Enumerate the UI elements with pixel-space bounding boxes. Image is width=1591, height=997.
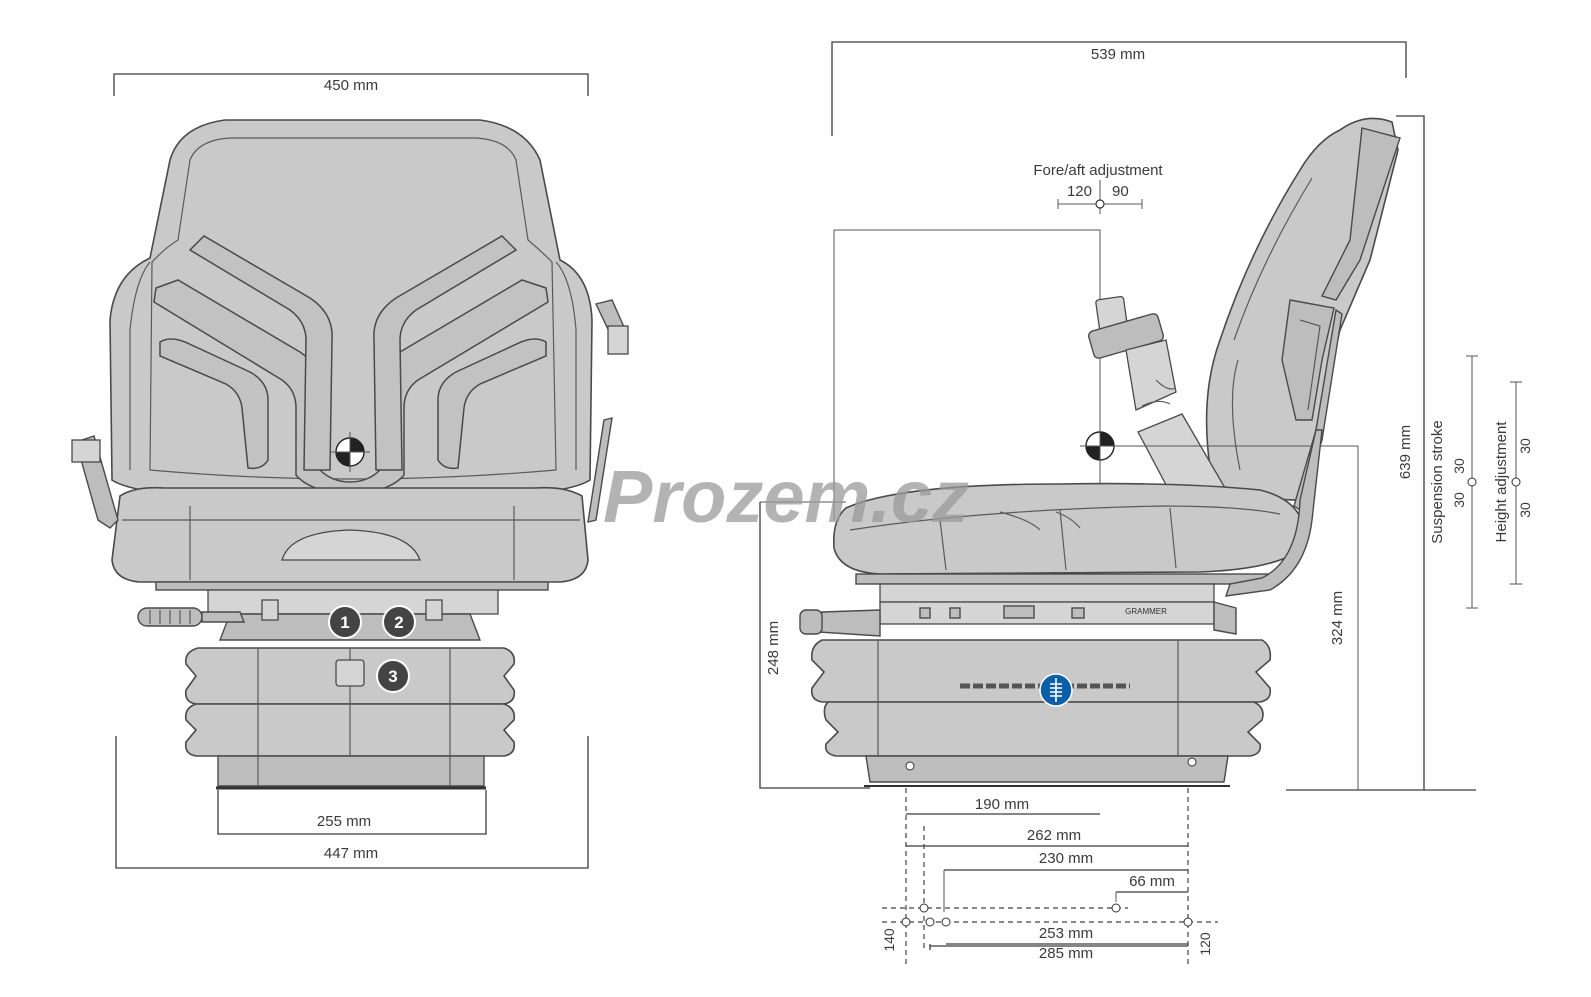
label-253mm: 253 mm xyxy=(1039,925,1093,942)
height-adjustment: Height adjustment 30 30 xyxy=(1493,381,1533,585)
fore-aft-label: Fore/aft adjustment xyxy=(1033,162,1163,179)
height-adjustment-label: Height adjustment xyxy=(1493,421,1510,543)
side-cushion xyxy=(832,482,1305,585)
label-230mm: 230 mm xyxy=(1039,850,1093,867)
height-down: 30 xyxy=(1517,502,1533,518)
label-190mm: 190 mm xyxy=(975,796,1029,813)
label-248mm: 248 mm xyxy=(765,621,782,675)
grammer-plate: GRAMMER xyxy=(1125,607,1167,616)
dimension-overall-height: 639 mm xyxy=(1286,115,1476,791)
label-255mm: 255 mm xyxy=(317,813,371,830)
label-450mm: 450 mm xyxy=(324,77,378,94)
height-up: 30 xyxy=(1517,438,1533,454)
side-seat-belt xyxy=(1088,295,1233,531)
side-mechanism: GRAMMER xyxy=(799,583,1237,637)
svg-text:1: 1 xyxy=(340,613,349,632)
label-324mm: 324 mm xyxy=(1329,591,1346,645)
front-view: 450 mm xyxy=(71,73,629,869)
dimension-base-height: 248 mm xyxy=(759,501,870,789)
side-view: 539 mm Fore/aft adjustment 120 90 xyxy=(759,41,1533,966)
fore-aft-adjustment: Fore/aft adjustment 120 90 xyxy=(1033,162,1163,214)
front-bellows xyxy=(184,647,516,790)
suspension-up: 30 xyxy=(1451,458,1467,474)
callout-1: 1 xyxy=(328,605,362,639)
dimension-overall-depth: 539 mm xyxy=(831,41,1407,136)
side-backrest xyxy=(1205,117,1401,512)
dimension-base-width: 447 mm xyxy=(115,736,589,869)
side-reference-point xyxy=(1080,426,1359,790)
side-bellows xyxy=(810,639,1272,787)
label-262mm: 262 mm xyxy=(1027,827,1081,844)
label-140: 140 xyxy=(881,928,897,952)
fore-aft-forward: 120 xyxy=(1067,183,1092,200)
front-cushion xyxy=(111,486,589,591)
dimension-mount-width: 255 mm xyxy=(217,790,487,835)
fore-aft-backward: 90 xyxy=(1112,183,1129,200)
watermark-text: Prozem.cz xyxy=(603,455,969,538)
callout-2: 2 xyxy=(382,605,416,639)
bottom-depth-dimensions: 190 mm 262 mm 230 mm 66 mm 253 mm 285 mm… xyxy=(881,788,1218,966)
dimension-backrest-width: 450 mm xyxy=(113,73,589,96)
label-66mm: 66 mm xyxy=(1129,873,1175,890)
suspension-stroke: Suspension stroke 30 30 xyxy=(1429,355,1478,609)
svg-text:2: 2 xyxy=(394,613,403,632)
label-639mm: 639 mm xyxy=(1397,425,1414,479)
label-539mm: 539 mm xyxy=(1091,46,1145,63)
label-285mm: 285 mm xyxy=(1039,945,1093,962)
callout-3: 3 xyxy=(376,659,410,693)
callout-badges: 1 2 3 xyxy=(328,605,416,693)
suspension-stroke-label: Suspension stroke xyxy=(1429,420,1446,543)
label-447mm: 447 mm xyxy=(324,845,378,862)
front-side-brackets xyxy=(71,299,629,529)
suspension-down: 30 xyxy=(1451,492,1467,508)
front-backrest xyxy=(109,119,593,505)
shock-absorber-icon xyxy=(1039,673,1073,707)
svg-text:3: 3 xyxy=(388,667,397,686)
label-120: 120 xyxy=(1197,932,1213,956)
front-mechanism xyxy=(137,589,499,641)
